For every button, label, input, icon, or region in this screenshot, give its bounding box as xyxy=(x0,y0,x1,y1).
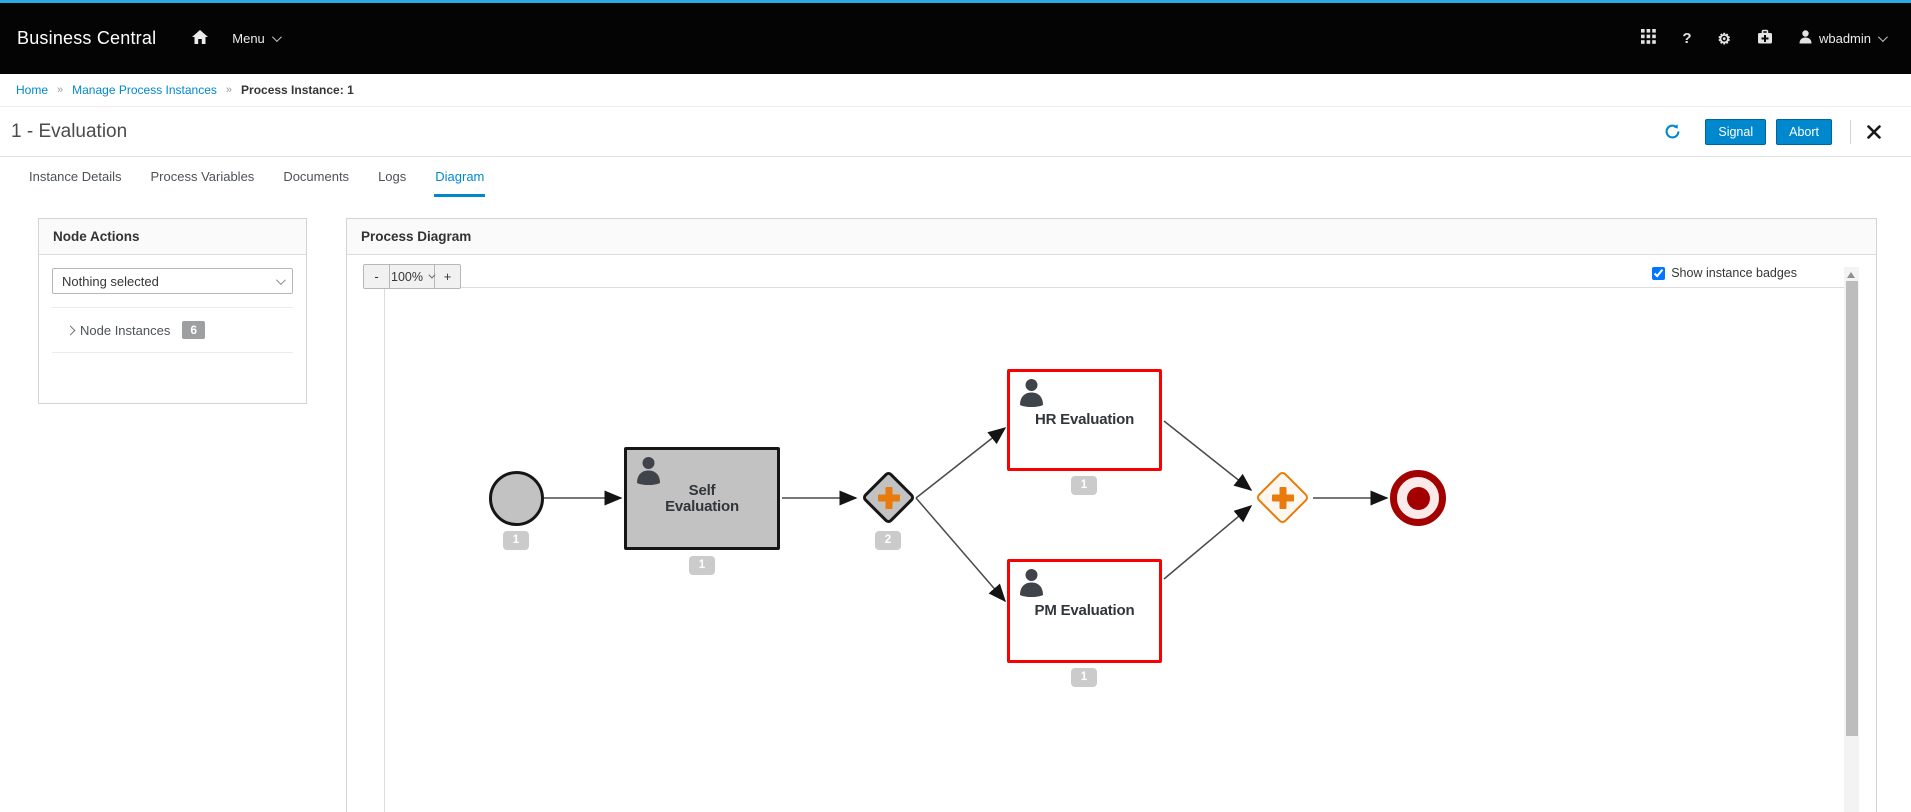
tab-bar: Instance Details Process Variables Docum… xyxy=(0,157,1911,197)
node-actions-panel: Node Actions Nothing selected Node Insta… xyxy=(38,218,307,404)
instance-badge: 1 xyxy=(503,531,529,550)
node-label: Self Evaluation xyxy=(665,482,739,515)
node-label: HR Evaluation xyxy=(1034,411,1135,429)
chevron-down-icon xyxy=(275,274,286,285)
zoom-controls: - 100% + xyxy=(363,264,461,289)
breadcrumb-separator: » xyxy=(57,84,64,96)
home-button[interactable] xyxy=(192,30,209,47)
user-menu[interactable]: wbadmin xyxy=(1799,30,1888,47)
tab-logs[interactable]: Logs xyxy=(378,169,407,184)
parallel-gateway-plus-icon xyxy=(872,481,905,514)
user-task-icon xyxy=(636,456,661,490)
abort-button[interactable]: Abort xyxy=(1776,118,1832,145)
show-instance-badges-toggle[interactable]: Show instance badges xyxy=(1652,266,1797,280)
chevron-down-icon xyxy=(271,32,282,43)
menu-dropdown[interactable]: Menu xyxy=(232,31,282,46)
user-icon xyxy=(1799,30,1812,47)
help-icon[interactable]: ? xyxy=(1682,30,1692,47)
settings-gear-icon[interactable]: ⚙ xyxy=(1717,30,1731,48)
node-label: PM Evaluation xyxy=(1034,602,1135,620)
sequence-flows xyxy=(544,420,1389,603)
instance-badge: 1 xyxy=(1071,476,1097,495)
briefcase-plus-icon[interactable] xyxy=(1757,29,1773,49)
parallel-gateway-plus-icon xyxy=(1265,480,1300,515)
process-diagram-title: Process Diagram xyxy=(347,219,1876,255)
breadcrumb: Home » Manage Process Instances » Proces… xyxy=(0,74,1911,107)
menu-label: Menu xyxy=(232,31,265,46)
divider xyxy=(1850,119,1851,144)
scrollbar-up-arrow[interactable] xyxy=(1847,272,1855,278)
node-instances-toggle[interactable]: Node Instances 6 xyxy=(52,321,293,339)
node-instances-count-badge: 6 xyxy=(182,321,206,339)
divider xyxy=(52,352,293,353)
task-node-pm-evaluation[interactable]: PM Evaluation xyxy=(1007,559,1162,663)
diagram-canvas[interactable]: Self Evaluation HR Evaluation PM Evaluat… xyxy=(384,287,1844,812)
breadcrumb-manage-link[interactable]: Manage Process Instances xyxy=(72,83,217,97)
breadcrumb-home-link[interactable]: Home xyxy=(16,83,49,97)
page-title: 1 - Evaluation xyxy=(11,120,128,142)
zoom-level-value: 100% xyxy=(391,269,423,284)
divider xyxy=(52,307,293,308)
node-actions-select[interactable]: Nothing selected xyxy=(52,268,293,294)
app-brand: Business Central xyxy=(17,28,157,48)
zoom-out-button[interactable]: - xyxy=(374,269,379,284)
instance-badge: 1 xyxy=(689,556,715,575)
close-icon[interactable] xyxy=(1867,124,1881,139)
apps-grid-icon[interactable] xyxy=(1641,28,1657,49)
node-instances-label: Node Instances xyxy=(80,322,171,338)
user-task-icon xyxy=(1019,378,1044,412)
end-event-inner-circle xyxy=(1406,486,1430,510)
scrollbar-thumb[interactable] xyxy=(1845,281,1858,736)
tab-instance-details[interactable]: Instance Details xyxy=(29,169,122,184)
chevron-down-icon xyxy=(1877,32,1888,43)
node-actions-selected-value: Nothing selected xyxy=(62,273,159,289)
masthead: Business Central Menu ? ⚙ wbadmin xyxy=(0,3,1911,74)
tab-diagram[interactable]: Diagram xyxy=(434,158,486,197)
end-event-node[interactable] xyxy=(1390,470,1446,526)
tab-documents[interactable]: Documents xyxy=(283,169,350,184)
start-event-node[interactable] xyxy=(489,471,544,526)
process-diagram-panel: Process Diagram - 100% + Show instance b… xyxy=(346,218,1877,812)
username: wbadmin xyxy=(1818,31,1871,46)
task-node-hr-evaluation[interactable]: HR Evaluation xyxy=(1007,369,1162,471)
top-accent-strip xyxy=(0,0,1911,3)
instance-badge: 1 xyxy=(1071,668,1097,687)
instance-badge: 2 xyxy=(875,531,901,550)
node-actions-title: Node Actions xyxy=(39,219,306,255)
breadcrumb-current: Process Instance: 1 xyxy=(241,83,354,97)
zoom-in-button[interactable]: + xyxy=(443,269,452,284)
zoom-level-dropdown[interactable]: 100% xyxy=(389,265,436,288)
vertical-scrollbar[interactable] xyxy=(1844,267,1859,812)
user-task-icon xyxy=(1019,568,1044,602)
refresh-icon[interactable] xyxy=(1664,123,1681,140)
breadcrumb-separator: » xyxy=(225,84,233,96)
task-node-self-evaluation[interactable]: Self Evaluation xyxy=(624,447,780,550)
chevron-right-icon xyxy=(65,325,76,335)
show-instance-badges-label: Show instance badges xyxy=(1671,266,1797,280)
signal-button[interactable]: Signal xyxy=(1705,118,1767,145)
tab-process-variables[interactable]: Process Variables xyxy=(150,169,255,184)
home-icon xyxy=(192,30,209,47)
show-instance-badges-checkbox[interactable] xyxy=(1652,266,1666,280)
